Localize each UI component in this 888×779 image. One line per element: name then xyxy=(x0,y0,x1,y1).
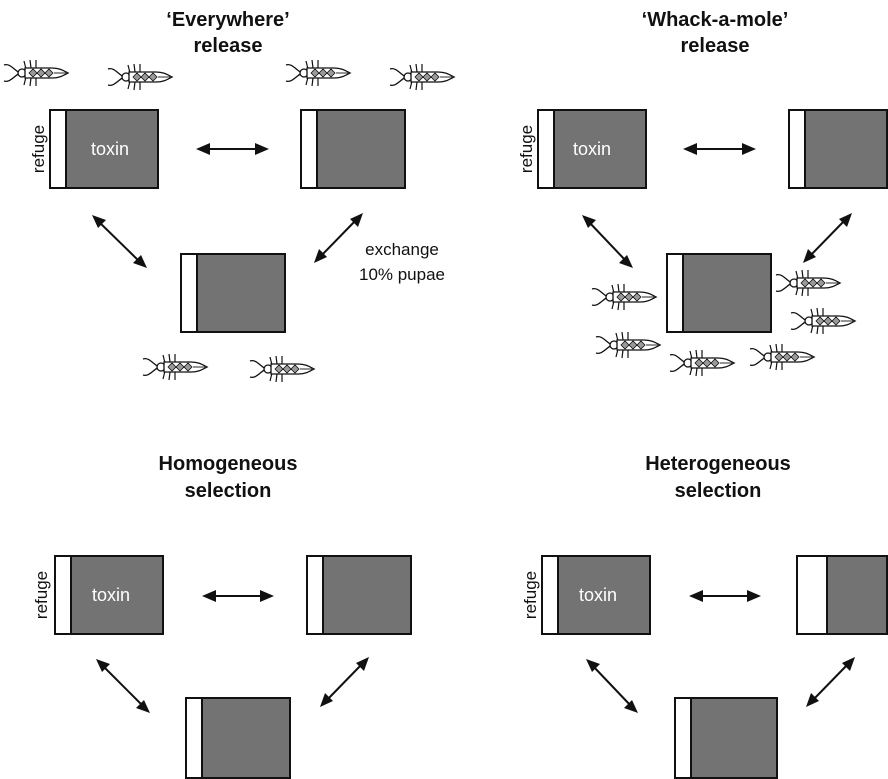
refuge-strip xyxy=(666,253,684,333)
toxin-box xyxy=(690,697,778,779)
double-arrow-icon xyxy=(202,590,274,602)
mosquito-icon xyxy=(669,349,735,377)
refuge-strip xyxy=(300,109,318,189)
panel-title-line2: release xyxy=(681,35,750,57)
toxin-box xyxy=(322,555,412,635)
panel-title-line1: ‘Whack-a-mole’ xyxy=(642,9,789,31)
toxin-box xyxy=(201,697,291,779)
double-arrow-icon xyxy=(92,215,147,268)
double-arrow-icon xyxy=(196,143,269,155)
double-arrow-icon xyxy=(689,590,761,602)
toxin-box xyxy=(65,109,159,189)
mosquito-icon xyxy=(790,307,856,335)
mosquito-icon xyxy=(249,355,315,383)
toxin-label: toxin xyxy=(573,139,611,159)
toxin-box xyxy=(804,109,888,189)
double-arrow-icon xyxy=(96,659,150,713)
mosquito-icon xyxy=(142,353,208,381)
double-arrow-icon xyxy=(803,213,852,263)
refuge-strip xyxy=(54,555,72,635)
panel-title-line2: release xyxy=(194,35,263,57)
refuge-strip xyxy=(537,109,555,189)
refuge-label: refuge xyxy=(521,571,540,619)
panel-whack-a-mole-release: ‘Whack-a-mole’ release refuge toxin xyxy=(517,9,888,377)
toxin-box xyxy=(826,555,888,635)
refuge-strip xyxy=(306,555,324,635)
exchange-label-line1: exchange xyxy=(365,240,439,259)
mosquito-icon xyxy=(107,63,173,91)
refuge-strip xyxy=(180,253,198,333)
toxin-box xyxy=(70,555,164,635)
refuge-strip xyxy=(674,697,692,779)
panel-title-line1: ‘Everywhere’ xyxy=(166,9,289,31)
toxin-box xyxy=(196,253,286,333)
panel-title-line2: selection xyxy=(675,480,762,502)
panel-everywhere-release: ‘Everywhere’ release refuge toxin exchan… xyxy=(3,9,455,383)
refuge-strip xyxy=(185,697,203,779)
toxin-label: toxin xyxy=(579,585,617,605)
mosquito-icon xyxy=(591,283,657,311)
mosquito-icon xyxy=(775,269,841,297)
panel-heterogeneous-selection: Heterogeneous selection refuge toxin xyxy=(521,453,888,779)
panel-homogeneous-selection: Homogeneous selection refuge toxin xyxy=(32,453,412,779)
mosquito-icon xyxy=(285,59,351,87)
refuge-strip xyxy=(541,555,559,635)
double-arrow-icon xyxy=(582,215,633,268)
panel-title-line1: Heterogeneous xyxy=(645,453,791,475)
toxin-box xyxy=(682,253,772,333)
toxin-box xyxy=(316,109,406,189)
double-arrow-icon xyxy=(320,657,369,707)
refuge-label: refuge xyxy=(517,125,536,173)
double-arrow-icon xyxy=(806,657,855,707)
double-arrow-icon xyxy=(586,659,638,713)
refuge-label: refuge xyxy=(32,571,51,619)
exchange-label-line2: 10% pupae xyxy=(359,265,445,284)
refuge-strip xyxy=(49,109,67,189)
mosquito-icon xyxy=(595,331,661,359)
double-arrow-icon xyxy=(314,213,363,263)
toxin-box xyxy=(553,109,647,189)
toxin-label: toxin xyxy=(91,139,129,159)
panel-title-line1: Homogeneous xyxy=(159,453,298,475)
panel-title-line2: selection xyxy=(185,480,272,502)
toxin-box xyxy=(557,555,651,635)
refuge-strip xyxy=(796,555,828,635)
mosquito-icon xyxy=(749,343,815,371)
refuge-strip xyxy=(788,109,806,189)
mosquito-icon xyxy=(3,59,69,87)
toxin-label: toxin xyxy=(92,585,130,605)
mosquito-icon xyxy=(389,63,455,91)
double-arrow-icon xyxy=(683,143,756,155)
refuge-label: refuge xyxy=(29,125,48,173)
